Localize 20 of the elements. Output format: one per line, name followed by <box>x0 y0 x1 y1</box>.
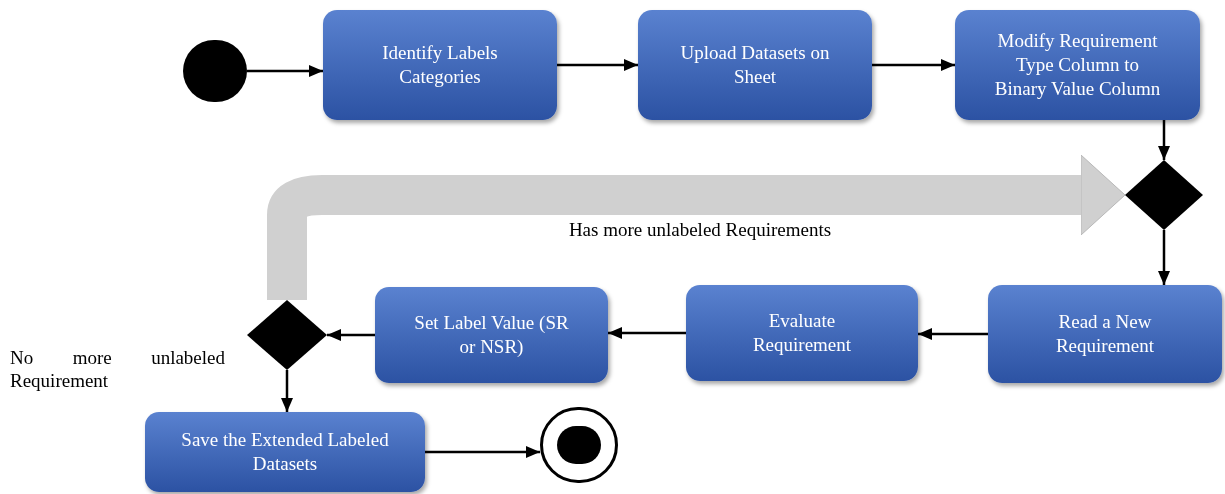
arrow <box>1158 230 1170 285</box>
process-box: Evaluate Requirement <box>686 285 918 381</box>
decision-diamond <box>247 300 327 370</box>
arrow <box>281 370 293 412</box>
arrow <box>327 329 375 341</box>
decision-diamond <box>1125 160 1203 230</box>
arrow <box>608 327 686 339</box>
arrow <box>872 59 955 71</box>
arrow <box>425 446 540 458</box>
process-box: Identify Labels Categories <box>323 10 557 120</box>
arrow <box>1158 120 1170 160</box>
process-box: Upload Datasets on Sheet <box>638 10 872 120</box>
process-box: Read a New Requirement <box>988 285 1222 383</box>
process-box: Save the Extended Labeled Datasets <box>145 412 425 492</box>
arrow <box>918 328 988 340</box>
process-box: Modify Requirement Type Column to Binary Value Column <box>955 10 1200 120</box>
process-box: Set Label Value (SR or NSR) <box>375 287 608 383</box>
arrow <box>557 59 638 71</box>
arrow <box>247 65 323 77</box>
loop-back-arrow <box>267 154 1126 300</box>
